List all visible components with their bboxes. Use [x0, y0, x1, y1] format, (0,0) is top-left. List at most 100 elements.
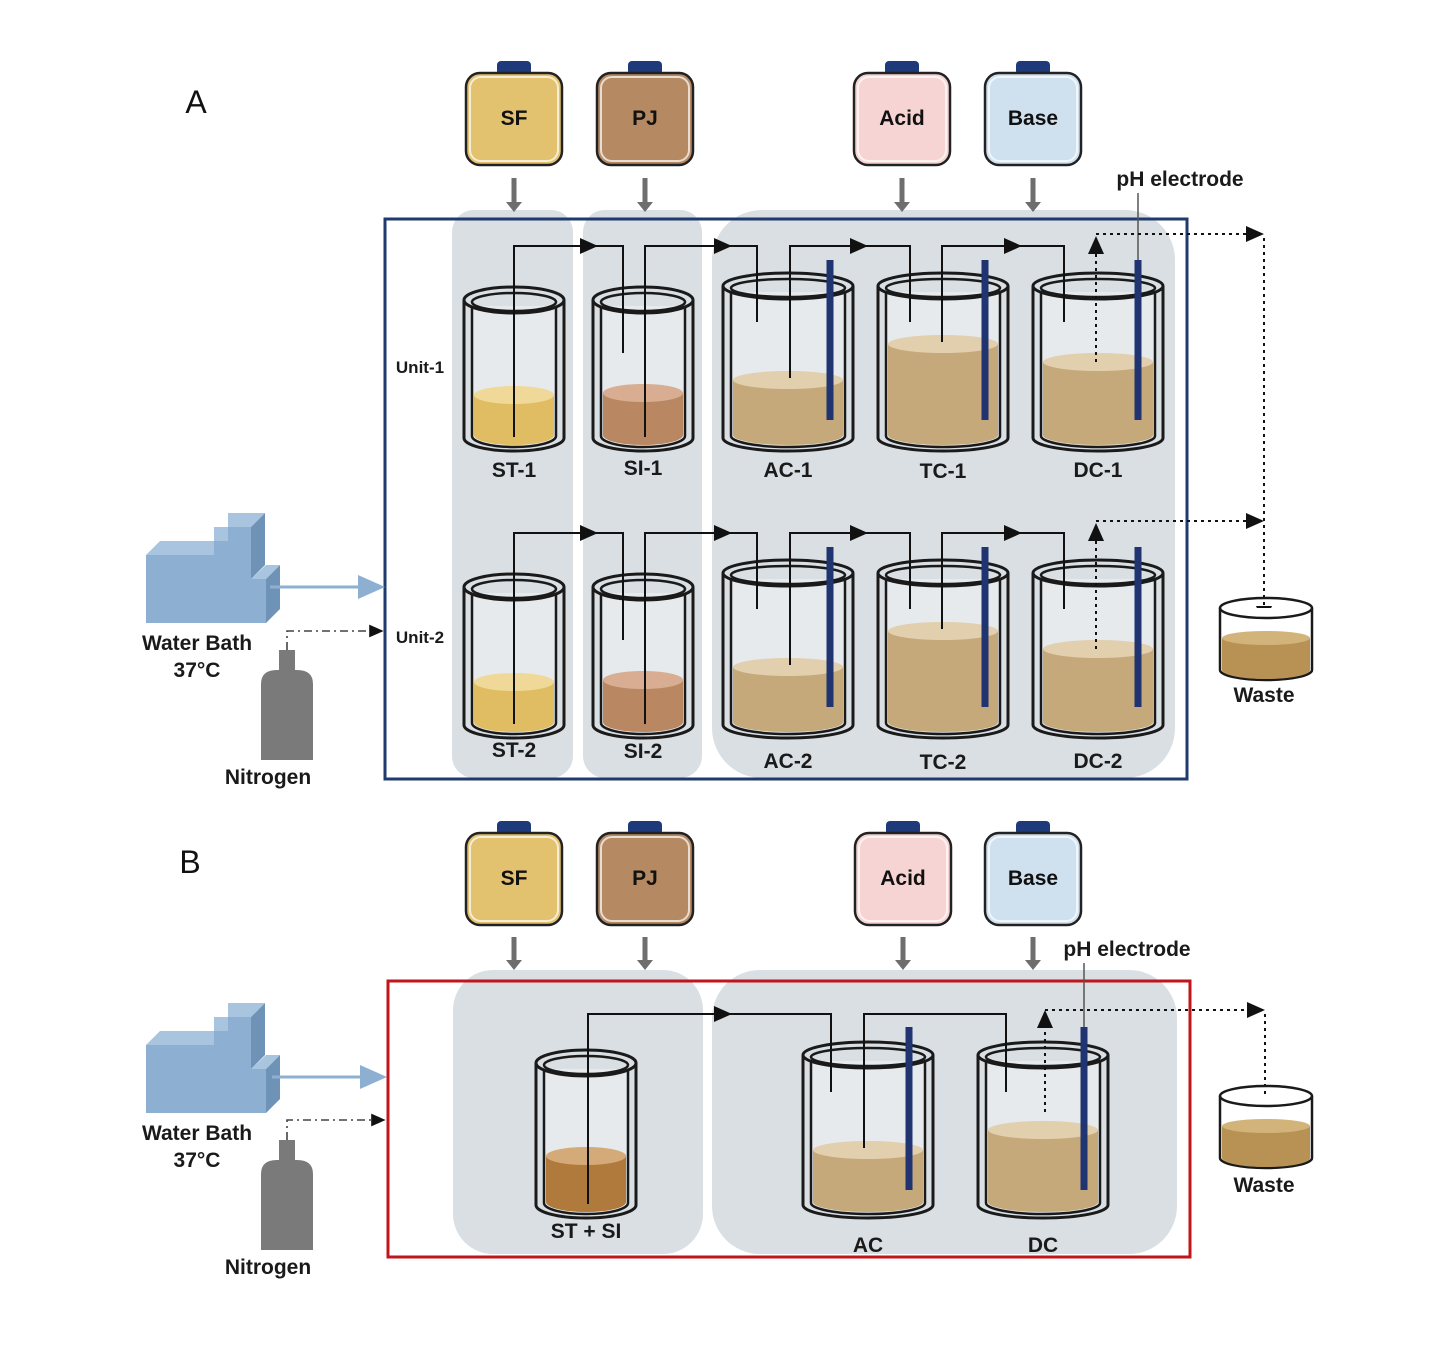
transfer-line	[866, 245, 911, 322]
vessel-liquid	[733, 380, 843, 445]
water-bath-label: Water Bath	[142, 632, 252, 655]
transfer-line	[644, 238, 732, 437]
bottle-body	[464, 831, 564, 927]
unit-label: Unit-2	[396, 628, 444, 647]
bottle-body	[595, 831, 695, 927]
vessel-label: ST-2	[492, 739, 536, 762]
vessel-liquid	[603, 393, 683, 445]
water-bath-label: Water Bath	[142, 1122, 252, 1145]
vessel-rim-inner	[599, 291, 687, 313]
vessel-dc: DC-1	[1031, 271, 1165, 482]
bath-side-2	[266, 565, 280, 623]
vessel-liquid	[603, 680, 683, 732]
vessel-label: AC	[853, 1234, 883, 1257]
bath-top	[146, 1003, 265, 1045]
feed-arrow-head	[1025, 202, 1041, 212]
ph-electrode	[905, 1027, 913, 1190]
vessel-liquid	[1043, 362, 1153, 445]
vessel-rim-inner	[1039, 564, 1157, 586]
cylinder-valve	[279, 650, 295, 672]
frame-b	[386, 979, 1192, 1259]
zone-si	[583, 210, 702, 778]
vessel-liquid	[813, 1150, 923, 1212]
ph-electrode-label: pH electrode	[1063, 938, 1190, 961]
vessel-outer-wall	[1031, 286, 1165, 453]
liquid-surface	[546, 1147, 626, 1165]
vessel-label: ST + SI	[551, 1220, 622, 1243]
vessel-ac: AC-2	[721, 558, 855, 773]
bath-side-1	[251, 1003, 265, 1069]
bottle-cap	[1016, 821, 1050, 835]
vessel-rim-outer	[591, 572, 695, 602]
transfer-line	[730, 245, 758, 322]
bottle-label: Acid	[879, 107, 925, 130]
water-bath-b	[146, 1003, 280, 1113]
feed-arrow-head	[637, 960, 653, 970]
vessel-outer-wall	[876, 573, 1010, 740]
bottle-body	[983, 831, 1083, 927]
transfer-line	[513, 525, 598, 724]
transfer-line	[596, 532, 624, 640]
vessel-si: SI-2	[591, 572, 695, 763]
transfer-line	[866, 532, 911, 609]
vessel-label: SI-1	[624, 457, 663, 480]
vessel-liquid	[988, 1130, 1098, 1212]
reservoir-bottle: SF	[464, 61, 564, 167]
bottle-label: Base	[1008, 107, 1058, 130]
nitrogen-label: Nitrogen	[225, 766, 311, 789]
liquid-surface	[733, 658, 843, 676]
vessel-liquid	[1043, 649, 1153, 732]
vessel-rim-inner	[809, 1046, 927, 1068]
bath-step-top	[251, 1055, 280, 1069]
liquid-surface	[1043, 353, 1153, 371]
vessel-rim-outer	[801, 1040, 935, 1070]
zone-st	[452, 210, 573, 778]
unit-label: Unit-1	[396, 358, 444, 377]
vessel-rim-inner	[729, 277, 847, 299]
ph-electrode-label: pH electrode	[1116, 168, 1243, 191]
transfer-line	[1020, 532, 1065, 609]
bottle-label: SF	[501, 107, 528, 130]
waste-rim	[1218, 596, 1314, 620]
vessel-outer-wall	[534, 1063, 638, 1220]
feed-arrow-head	[506, 202, 522, 212]
vessel-label: DC	[1028, 1234, 1058, 1257]
vessel-liquid	[888, 344, 998, 445]
ph-electrode	[1134, 547, 1142, 707]
liquid-surface	[603, 384, 683, 402]
vessel-rim-inner	[984, 1046, 1102, 1068]
waste-container-a	[1218, 596, 1314, 682]
ph-electrode	[981, 260, 989, 420]
reservoir-bottle: Acid	[852, 61, 952, 167]
vessel-dc: DC	[976, 1040, 1110, 1257]
nitrogen-line	[286, 1113, 386, 1140]
liquid-surface	[813, 1141, 923, 1159]
frame-a	[383, 217, 1189, 781]
nitrogen-cylinder-b	[261, 1140, 313, 1250]
nitrogen-label: Nitrogen	[225, 1256, 311, 1279]
bottle-cap	[628, 61, 662, 75]
bottle-cap	[497, 61, 531, 75]
bottle-label: Base	[1008, 867, 1058, 890]
vessel-st-si: ST + SI	[534, 1048, 638, 1243]
bottle-body	[595, 71, 695, 167]
transfer-line	[730, 532, 758, 609]
reservoir-bottle: Base	[983, 821, 1083, 927]
reservoir-bottle: Acid	[853, 821, 953, 927]
vessel-label: AC-2	[763, 750, 812, 773]
vessel-outer-wall	[462, 300, 566, 453]
reservoir-bottle: PJ	[595, 61, 695, 167]
vessel-rim-inner	[1039, 277, 1157, 299]
bath-front	[146, 1017, 266, 1113]
reservoir-bottle: PJ	[595, 821, 695, 927]
bottle-cap	[886, 821, 920, 835]
transfer-line	[587, 1006, 732, 1204]
bottle-highlight	[988, 836, 1078, 922]
vessel-rim-inner	[599, 578, 687, 600]
liquid-surface	[988, 1121, 1098, 1139]
temperature-label: 37°C	[174, 659, 221, 682]
vessel-outer-wall	[1031, 573, 1165, 740]
vessel-label: ST-1	[492, 459, 537, 482]
bottle-cap	[628, 821, 662, 835]
